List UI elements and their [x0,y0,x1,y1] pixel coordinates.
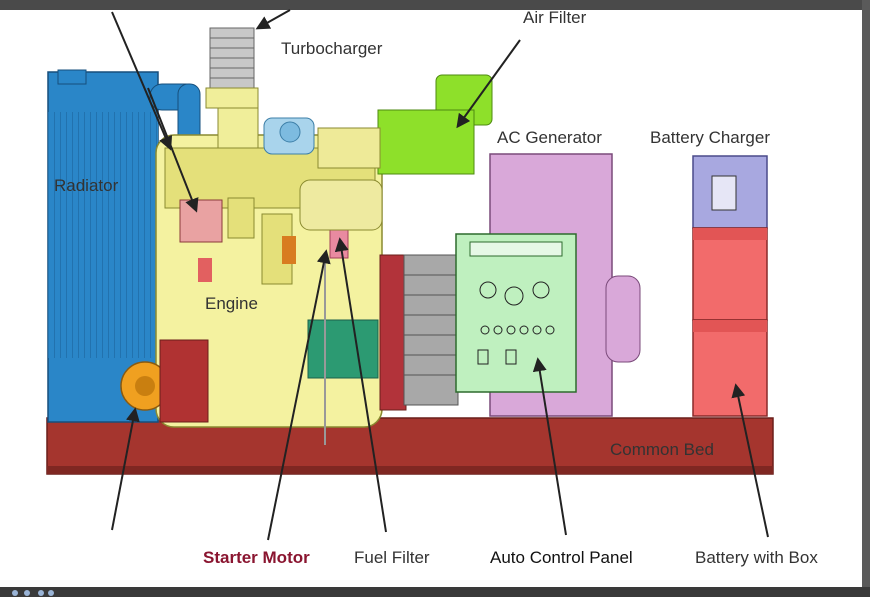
label-battery-charger: Battery Charger [650,128,770,147]
common-bed [46,417,774,475]
battery-box [692,227,768,417]
status-dot-icon [12,590,18,596]
status-dot-icon [38,590,44,596]
radiator [47,69,201,423]
label-fuel-filter: Fuel Filter [354,548,430,567]
auto-control-panel [455,233,577,393]
leader-arrows [111,9,769,541]
label-battery-with-box: Battery with Box [695,548,818,567]
battery-charger [692,155,768,229]
common-bed-shadow [47,466,773,474]
label-turbocharger: Turbocharger [281,39,383,58]
status-dot-icon [48,590,54,596]
turbocharger [263,117,315,155]
starter-motor [120,339,209,423]
label-auto-control-panel: Auto Control Panel [490,548,633,567]
window-bottom-bar [0,587,870,597]
label-radiator: Radiator [54,176,119,195]
label-air-filter: Air Filter [523,8,587,27]
status-dot-icon [24,590,30,596]
label-starter-motor: Starter Motor [203,548,310,567]
window-top-bar [0,0,870,10]
air-filter [317,74,493,175]
window-right-edge [862,0,870,597]
exhaust-bellows [205,27,259,149]
label-engine: Engine [205,294,258,313]
label-ac-generator: AC Generator [497,128,602,147]
label-common-bed: Common Bed [610,440,714,459]
